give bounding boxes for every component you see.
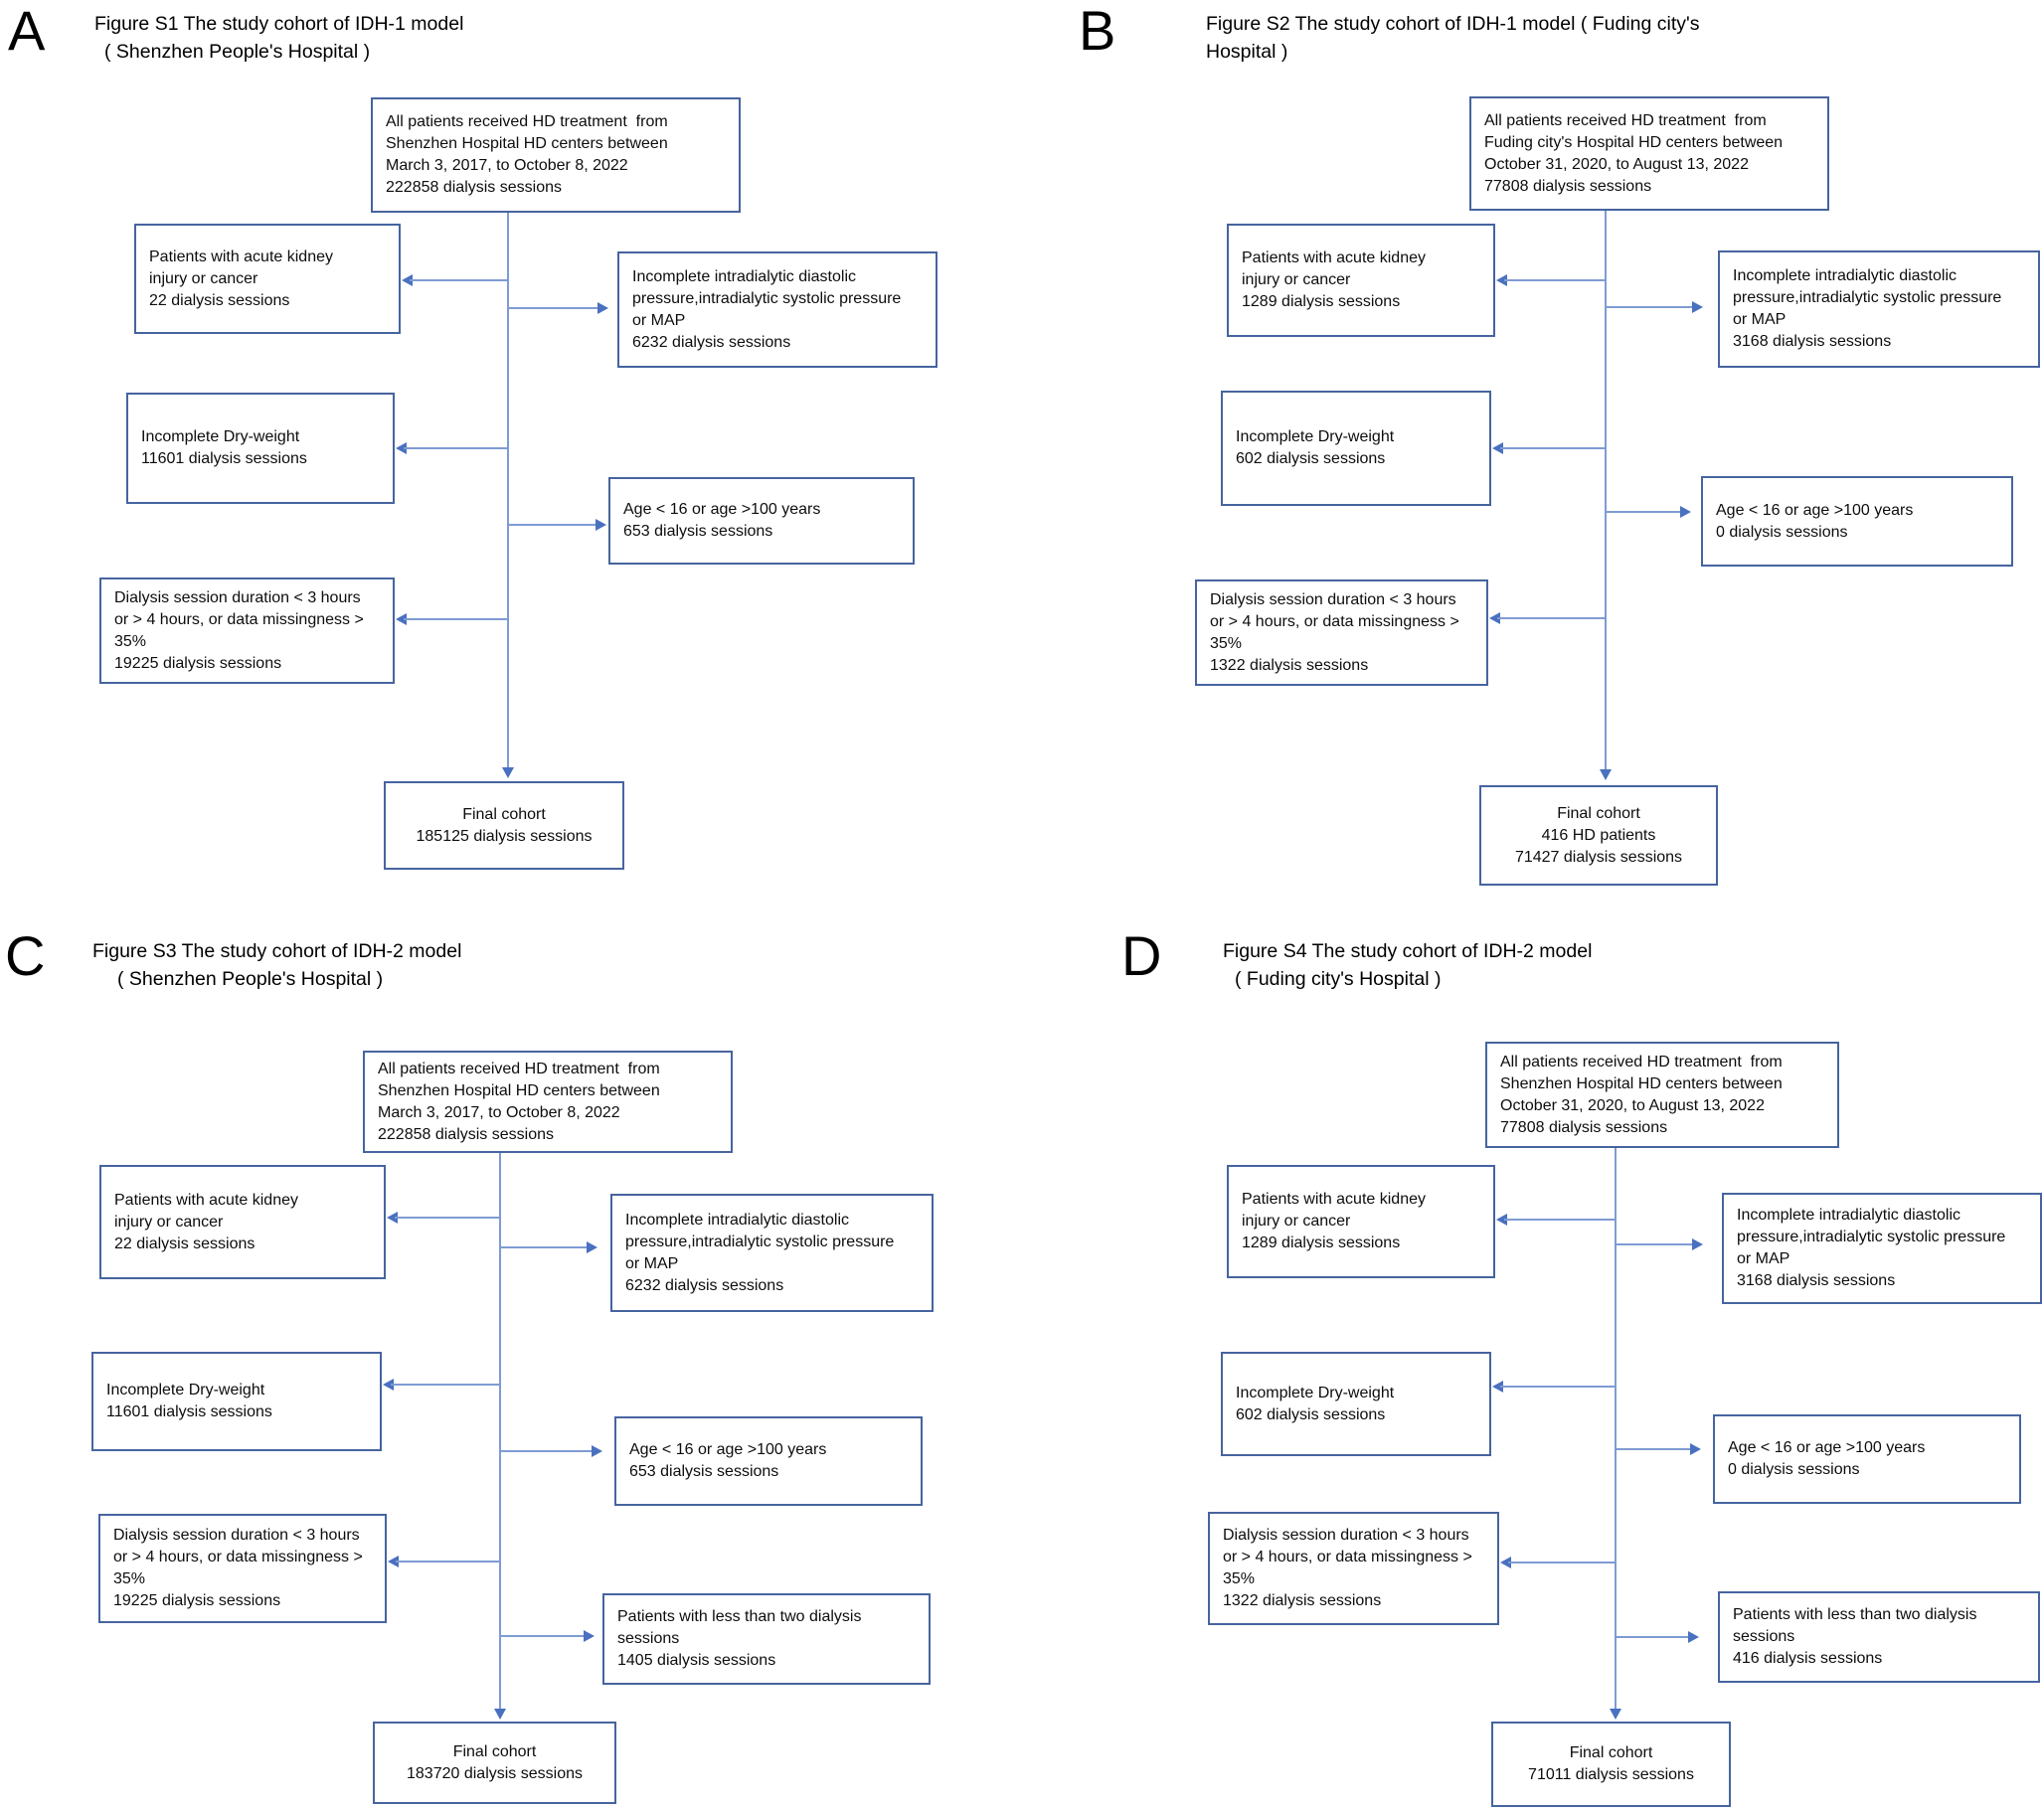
box-exclusion-duration: Dialysis session duration < 3 hours or >… — [98, 1514, 387, 1623]
arrowhead-left-icon — [1500, 1557, 1511, 1568]
panel-b-letter: B — [1079, 0, 1116, 62]
arrowhead-left-icon — [1496, 1214, 1507, 1226]
branch-line-duration — [1497, 617, 1607, 619]
branch-line-pressures — [509, 307, 597, 309]
box-exclusion-dry-weight: Incomplete Dry-weight 11601 dialysis ses… — [91, 1352, 382, 1451]
box-exclusion-dry-weight: Incomplete Dry-weight 11601 dialysis ses… — [126, 393, 395, 504]
box-exclusion-acute-kidney: Patients with acute kidney injury or can… — [134, 224, 401, 334]
box-exclusion-age: Age < 16 or age >100 years 0 dialysis se… — [1701, 476, 2013, 567]
panel-c-letter: C — [5, 924, 46, 987]
arrowhead-right-icon — [596, 519, 606, 531]
box-final-cohort: Final cohort 71011 dialysis sessions — [1491, 1722, 1731, 1807]
box-final-cohort: Final cohort 416 HD patients 71427 dialy… — [1479, 785, 1718, 886]
box-exclusion-incomplete-pressures: Incomplete intradialytic diastolic press… — [617, 251, 937, 368]
main-flow-line — [1605, 211, 1607, 769]
panel-a-title-line2: ( Shenzhen People's Hospital ) — [104, 41, 371, 63]
arrowhead-right-icon — [1692, 1238, 1703, 1250]
branch-line-acute — [1504, 1219, 1617, 1221]
panel-c-title-line2: ( Shenzhen People's Hospital ) — [117, 968, 384, 990]
branch-line-age — [1617, 1448, 1690, 1450]
branch-line-duration — [1508, 1562, 1617, 1563]
branch-line-duration — [396, 1561, 501, 1563]
box-exclusion-age: Age < 16 or age >100 years 653 dialysis … — [608, 477, 915, 565]
panel-c-title: Figure S3 The study cohort of IDH-2 mode… — [92, 937, 461, 993]
arrowhead-right-icon — [1690, 1443, 1701, 1455]
arrowhead-left-icon — [402, 274, 413, 286]
box-exclusion-acute-kidney: Patients with acute kidney injury or can… — [1227, 224, 1495, 337]
branch-line-pressures — [1617, 1243, 1692, 1245]
panel-a-letter: A — [8, 0, 46, 62]
branch-line-age — [509, 524, 596, 526]
box-exclusion-age: Age < 16 or age >100 years 0 dialysis se… — [1713, 1414, 2021, 1504]
arrowhead-right-icon — [597, 302, 608, 314]
branch-line-pressures — [1607, 306, 1692, 308]
box-exclusion-acute-kidney: Patients with acute kidney injury or can… — [1227, 1165, 1495, 1278]
branch-line-acute — [410, 279, 509, 281]
branch-line-dry-weight — [391, 1384, 501, 1386]
box-final-cohort: Final cohort 183720 dialysis sessions — [373, 1722, 616, 1804]
panel-a-title: Figure S1 The study cohort of IDH-1 mode… — [94, 10, 463, 66]
branch-line-age — [501, 1450, 592, 1452]
arrowhead-left-icon — [1496, 274, 1507, 286]
main-flow-line — [507, 213, 509, 769]
main-flow-line — [1615, 1148, 1617, 1710]
box-exclusion-duration: Dialysis session duration < 3 hours or >… — [1208, 1512, 1499, 1625]
arrowhead-right-icon — [587, 1241, 597, 1253]
panel-d-title-line1: Figure S4 The study cohort of IDH-2 mode… — [1223, 940, 1593, 962]
main-flow-line — [499, 1153, 501, 1710]
panel-d-letter: D — [1121, 924, 1162, 987]
arrowhead-down-icon — [494, 1709, 506, 1720]
box-exclusion-few-sessions: Patients with less than two dialysis ses… — [602, 1593, 931, 1685]
branch-line-dry-weight — [1500, 447, 1607, 449]
box-exclusion-incomplete-pressures: Incomplete intradialytic diastolic press… — [1718, 250, 2040, 368]
arrowhead-left-icon — [388, 1556, 399, 1567]
box-source-population: All patients received HD treatment from … — [1469, 96, 1829, 211]
box-source-population: All patients received HD treatment from … — [371, 97, 741, 213]
panel-d-title-line2: ( Fuding city's Hospital ) — [1235, 968, 1442, 990]
box-exclusion-incomplete-pressures: Incomplete intradialytic diastolic press… — [610, 1194, 934, 1312]
panel-a-title-line1: Figure S1 The study cohort of IDH-1 mode… — [94, 13, 464, 35]
arrowhead-down-icon — [1610, 1709, 1621, 1720]
panel-b-title: Figure S2 The study cohort of IDH-1 mode… — [1206, 10, 1700, 66]
panel-c-title-line1: Figure S3 The study cohort of IDH-2 mode… — [92, 940, 462, 962]
arrowhead-left-icon — [383, 1379, 394, 1391]
branch-line-acute — [1504, 279, 1607, 281]
box-exclusion-incomplete-pressures: Incomplete intradialytic diastolic press… — [1722, 1193, 2042, 1304]
branch-line-acute — [395, 1217, 501, 1219]
arrowhead-left-icon — [1489, 612, 1500, 624]
panel-d-title: Figure S4 The study cohort of IDH-2 mode… — [1223, 937, 1592, 993]
arrowhead-right-icon — [1680, 506, 1691, 518]
box-exclusion-dry-weight: Incomplete Dry-weight 602 dialysis sessi… — [1221, 1352, 1491, 1456]
arrowhead-left-icon — [396, 613, 407, 625]
branch-line-age — [1607, 511, 1680, 513]
arrowhead-right-icon — [1688, 1631, 1699, 1643]
box-exclusion-few-sessions: Patients with less than two dialysis ses… — [1718, 1591, 2040, 1683]
box-source-population: All patients received HD treatment from … — [363, 1051, 733, 1153]
arrowhead-left-icon — [1492, 442, 1503, 454]
branch-line-pressures — [501, 1246, 587, 1248]
arrowhead-down-icon — [1600, 769, 1612, 780]
branch-line-duration — [404, 618, 509, 620]
box-exclusion-acute-kidney: Patients with acute kidney injury or can… — [99, 1165, 386, 1279]
arrowhead-left-icon — [387, 1212, 398, 1224]
panel-b-title-line1: Figure S2 The study cohort of IDH-1 mode… — [1206, 13, 1700, 35]
box-exclusion-duration: Dialysis session duration < 3 hours or >… — [99, 577, 395, 684]
box-final-cohort: Final cohort 185125 dialysis sessions — [384, 781, 624, 870]
branch-line-few-sessions — [1617, 1636, 1688, 1638]
branch-line-dry-weight — [404, 447, 509, 449]
panel-b-title-line2: Hospital ) — [1206, 41, 1288, 63]
box-exclusion-dry-weight: Incomplete Dry-weight 602 dialysis sessi… — [1221, 391, 1491, 506]
arrowhead-right-icon — [1692, 301, 1703, 313]
arrowhead-left-icon — [1492, 1381, 1503, 1393]
box-exclusion-age: Age < 16 or age >100 years 653 dialysis … — [614, 1416, 923, 1506]
arrowhead-left-icon — [396, 442, 407, 454]
arrowhead-right-icon — [584, 1630, 595, 1642]
branch-line-dry-weight — [1500, 1386, 1617, 1388]
arrowhead-down-icon — [502, 767, 514, 778]
arrowhead-right-icon — [592, 1445, 602, 1457]
branch-line-few-sessions — [501, 1635, 584, 1637]
box-source-population: All patients received HD treatment from … — [1485, 1042, 1839, 1148]
box-exclusion-duration: Dialysis session duration < 3 hours or >… — [1195, 579, 1488, 686]
